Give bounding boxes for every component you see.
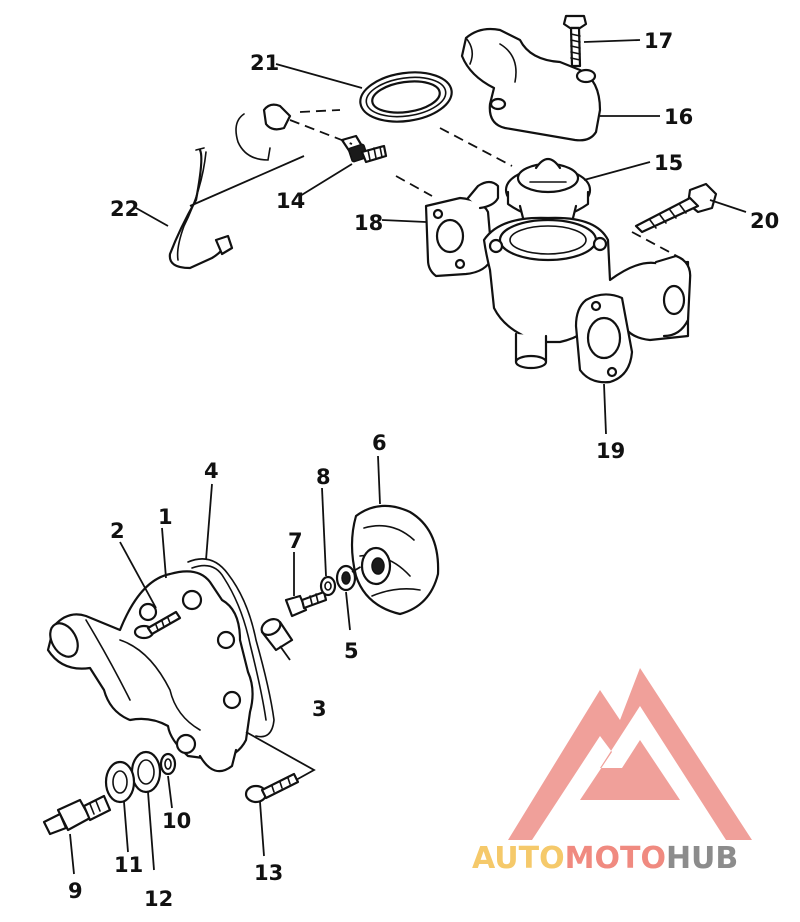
callout-10: 10 [162,809,191,833]
watermark-auto: AUTO [472,841,565,876]
callout-17: 17 [644,29,673,53]
dash-gasket-to-thermostat [439,127,513,167]
part-4-gasket [187,558,275,738]
callout-19: 19 [596,439,625,463]
callout-21: 21 [250,51,279,75]
part-9-fitting [42,794,112,836]
callout-14: 14 [276,189,305,213]
line-bolt13-to-body [245,731,316,781]
part-22-wire-lead [168,147,234,270]
dash-sender-to-elbow [395,175,433,197]
svg-text:AUTOMOTOHUB: AUTOMOTOHUB [472,841,738,876]
watermark-hub: HUB [666,841,738,876]
part-8-washer [319,575,337,597]
callout-8: 8 [316,465,331,489]
callout-2: 2 [110,519,125,543]
callout-11: 11 [114,853,143,877]
part-19-flange-gasket [574,293,634,384]
callout-15: 15 [654,151,683,175]
watermark-logo: AUTOMOTOHUB [472,668,752,876]
callout-18: 18 [354,211,383,235]
leader-lines [69,39,747,875]
callout-1: 1 [158,505,173,529]
callout-9: 9 [68,879,83,903]
part-1-pump-body [46,570,254,773]
dash-impeller [351,565,363,573]
part-14-temp-sender [340,134,388,164]
part-7-bolt [284,590,328,618]
part-20-bolt [634,182,718,234]
line-wire-clip [189,155,305,207]
part-11-washer [104,760,136,804]
callout-5: 5 [344,639,359,663]
callout-16: 16 [664,105,693,129]
callout-4: 4 [204,459,219,483]
part-10-washer [159,752,177,776]
part-21-gasket [359,71,453,123]
part-3-sleeve [260,618,294,652]
part-13-screw [244,772,300,804]
logo-triangle-mark [508,668,752,840]
callout-22: 22 [110,197,139,221]
dash-sender-to-housing [289,119,353,145]
callout-20: 20 [750,209,779,233]
dash-clip [299,109,341,113]
part-6-impeller [350,504,440,616]
part-12-washer [130,750,162,794]
dash-bolt20 [631,231,689,263]
callout-12: 12 [144,887,173,911]
thermostat-housing [482,216,692,370]
wire-clip [235,103,292,161]
callout-3: 3 [312,697,327,721]
callout-labels: 1 2 3 4 5 6 7 8 9 10 11 12 13 14 15 16 1… [68,29,779,911]
part-17-bolt [562,14,588,68]
part-16-thermostat-cover [460,27,602,142]
part-2-bolt [133,610,182,640]
callout-13: 13 [254,861,283,885]
watermark-moto: MOTO [565,841,666,876]
part-18-elbow-fitting [424,180,500,278]
part-5-washer [335,564,357,592]
callout-6: 6 [372,431,387,455]
callout-7: 7 [288,529,303,553]
